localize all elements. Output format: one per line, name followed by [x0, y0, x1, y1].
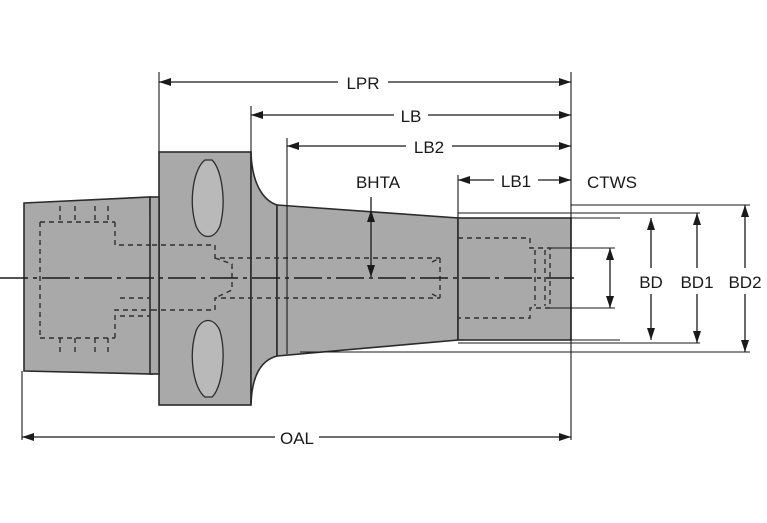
- label-lpr: LPR: [346, 74, 379, 93]
- hidden-lines: [39, 206, 551, 354]
- label-lb1: LB1: [501, 172, 531, 191]
- label-oal: OAL: [280, 429, 314, 448]
- drive-slot-top: [191, 159, 224, 238]
- drive-slot-bottom: [191, 319, 224, 398]
- label-bd2: BD2: [728, 273, 761, 292]
- shank-taper: [23, 196, 153, 375]
- label-lb: LB: [401, 107, 422, 126]
- drive-slots: [191, 159, 224, 398]
- tapered-body: [276, 204, 459, 357]
- label-bhta: BHTA: [356, 173, 401, 192]
- dimension-labels: LPR LB LB2 LB1 BHTA CTWS BD BD1 BD2 OAL: [275, 70, 767, 449]
- dimension-lines: [22, 78, 749, 441]
- label-bd: BD: [639, 273, 663, 292]
- nose-section: [457, 217, 572, 341]
- extension-lines: [21, 72, 750, 440]
- label-bd1: BD1: [680, 273, 713, 292]
- label-lb2: LB2: [414, 138, 444, 157]
- label-ctws: CTWS: [587, 173, 637, 192]
- shank-collar: [149, 196, 160, 375]
